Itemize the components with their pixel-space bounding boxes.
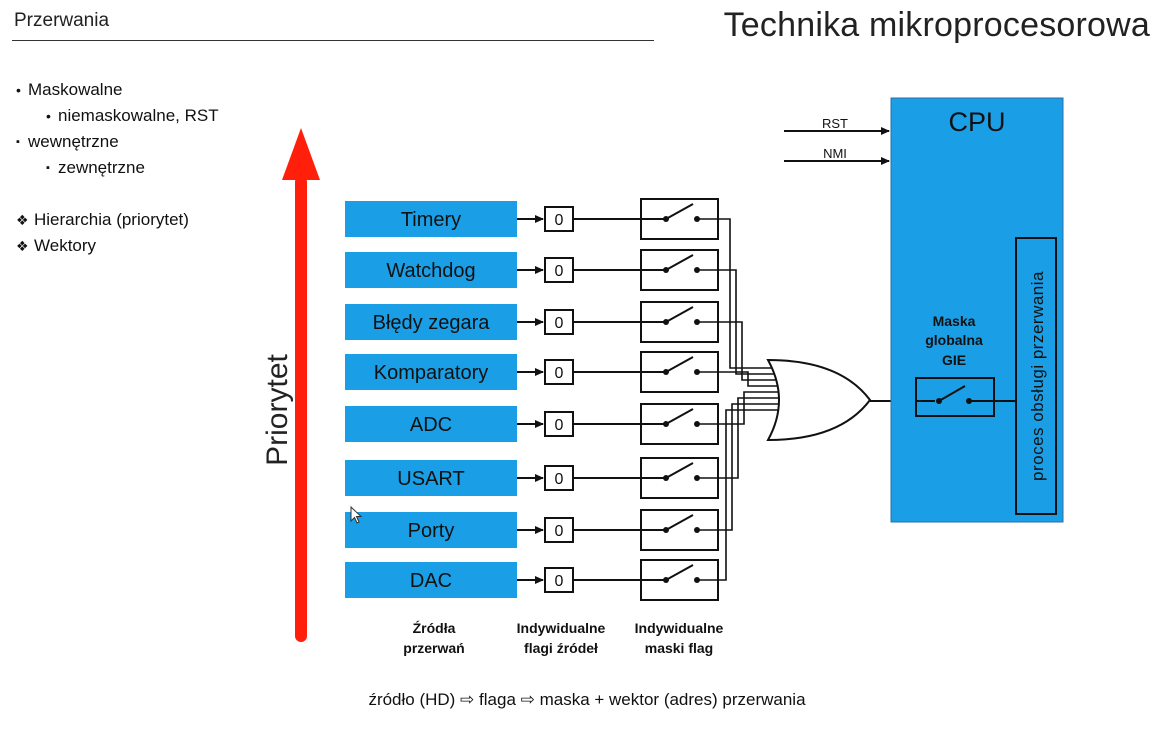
bullet-marker: ❖: [16, 238, 29, 254]
source-label: Komparatory: [374, 362, 489, 384]
footer-formula: źródło (HD) ⇨ flaga ⇨ maska + wektor (ad…: [0, 690, 1174, 710]
source-box: [345, 562, 517, 598]
section-title: Przerwania: [14, 10, 110, 31]
source-label: Timery: [401, 209, 461, 231]
mouse-pointer-icon: [350, 506, 363, 524]
mask-to-or-wire: [697, 391, 780, 425]
interrupt-row: Timery 0: [345, 198, 780, 369]
priority-label: Priorytet: [261, 353, 294, 465]
mask-to-or-wire: [697, 371, 780, 387]
slide-header: Przerwania Technika mikroprocesorowa: [0, 0, 1174, 50]
source-box: [345, 252, 517, 288]
global-mask-label-line-3: GIE: [942, 352, 966, 368]
course-title: Technika mikroprocesorowa: [723, 6, 1150, 44]
interrupt-row: Komparatory 0: [345, 351, 780, 393]
bullet-marker: •: [46, 108, 51, 124]
mask-to-or-wire: [697, 409, 780, 581]
bullet-marker: ▪: [16, 136, 20, 148]
mask-to-or-wire: [697, 321, 780, 381]
source-box: [345, 406, 517, 442]
flag-box: [544, 359, 574, 385]
interrupt-row: Watchdog 0: [345, 249, 780, 375]
priority-arrow-shaft: [295, 176, 307, 642]
interrupt-row: DAC 0: [345, 409, 780, 601]
source-label: Błędy zegara: [373, 312, 491, 334]
bullet-text: Hierarchia (priorytet): [34, 210, 189, 229]
source-label: Watchdog: [386, 260, 475, 282]
sources-column-label-1: Źródła: [413, 620, 456, 636]
flag-box: [544, 206, 574, 232]
source-box: [345, 354, 517, 390]
source-label: ADC: [410, 414, 452, 436]
bullet-item: • niemaskowalne, RST: [16, 103, 219, 129]
column-labels: Źródła przerwań Indywidualne flagi źróde…: [403, 620, 723, 656]
priority-arrow: [282, 128, 320, 642]
bullet-text: Wektory: [34, 236, 97, 255]
source-box: [345, 201, 517, 237]
global-mask-label-line-1: Maska: [933, 313, 976, 329]
source-box: [345, 304, 517, 340]
source-label: Porty: [408, 520, 455, 542]
bullet-text: Maskowalne: [28, 80, 123, 99]
global-mask-label-line-2: globalna: [925, 332, 983, 348]
bullet-list: • Maskowalne • niemaskowalne, RST ▪ wewnętr…: [16, 77, 219, 259]
source-label: DAC: [410, 570, 452, 592]
source-box: [345, 512, 517, 548]
bullet-item: ❖ Hierarchia (priorytet): [16, 207, 219, 233]
cpu-title: CPU: [948, 107, 1005, 137]
priority-arrow-head: [282, 128, 320, 180]
bullet-marker: ❖: [16, 212, 29, 228]
bullet-text: wewnętrzne: [28, 132, 119, 151]
mask-to-or-wire: [697, 403, 780, 531]
interrupt-row: Porty 0: [345, 403, 780, 551]
isr-box: [1015, 237, 1057, 515]
flag-value: 0: [555, 212, 564, 229]
bullet-text: niemaskowalne, RST: [58, 106, 219, 125]
flag-value: 0: [555, 417, 564, 434]
masks-column-label-2: maski flag: [645, 640, 713, 656]
masks-column-label-1: Indywidualne: [635, 620, 724, 636]
footer-text: źródło (HD) ⇨ flaga ⇨ maska + wektor (ad…: [368, 690, 806, 709]
bullet-marker: •: [16, 82, 21, 98]
source-label: USART: [397, 468, 464, 490]
bullet-item: ▪ wewnętrzne: [16, 129, 219, 155]
bullet-marker: ▪: [46, 162, 50, 174]
interrupt-row: USART 0: [345, 397, 780, 499]
flag-value: 0: [555, 523, 564, 540]
isr-label: proces obsługi przerwania: [1028, 271, 1047, 481]
flag-box: [544, 567, 574, 593]
flag-value: 0: [555, 365, 564, 382]
bullet-item: ▪ zewnętrzne: [16, 155, 219, 181]
source-box: [345, 460, 517, 496]
flag-box: [544, 411, 574, 437]
interrupt-row: Błędy zegara 0: [345, 301, 780, 381]
bullet-text: zewnętrzne: [58, 158, 145, 177]
flag-value: 0: [555, 315, 564, 332]
or-gate: [766, 358, 872, 442]
flags-column-label-1: Indywidualne: [517, 620, 606, 636]
interrupt-row: ADC 0: [345, 391, 780, 445]
global-mask-switch: [915, 377, 1016, 417]
flag-value: 0: [555, 263, 564, 280]
flag-box: [544, 517, 574, 543]
sources-column-label-2: przerwań: [403, 640, 464, 656]
rst-label: RST: [822, 116, 848, 131]
flags-column-label-2: flagi źródeł: [524, 640, 598, 656]
bullet-item: • Maskowalne: [16, 77, 219, 103]
header-divider: [12, 40, 654, 41]
nmi-label: NMI: [823, 146, 847, 161]
bullet-item: ❖ Wektory: [16, 233, 219, 259]
mask-to-or-wire: [697, 397, 780, 479]
mask-to-or-wire: [697, 218, 780, 369]
flag-value: 0: [555, 573, 564, 590]
flag-value: 0: [555, 471, 564, 488]
flag-box: [544, 309, 574, 335]
